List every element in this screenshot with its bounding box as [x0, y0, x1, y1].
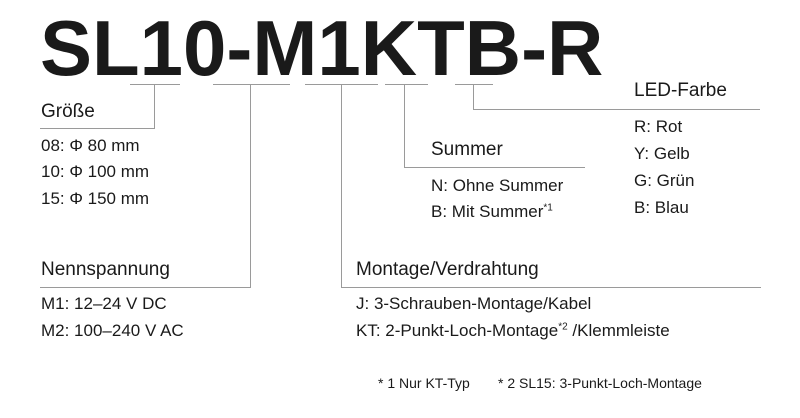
leader-voltage-vertical	[250, 84, 251, 288]
underline-size	[130, 84, 180, 85]
led-option: R: Rot	[634, 117, 683, 136]
leader-size-horizontal	[40, 128, 155, 129]
led-option: B: Blau	[634, 198, 689, 217]
buzzer-option-b-text: B: Mit Summer	[431, 202, 544, 221]
mounting-option-kt-text: KT: 2-Punkt-Loch-Montage	[356, 321, 559, 340]
buzzer-title: Summer	[431, 139, 503, 160]
buzzer-option: N: Ohne Summer	[431, 176, 564, 195]
leader-led-horizontal	[473, 109, 760, 110]
led-option: G: Grün	[634, 171, 695, 190]
mounting-option-kt-suffix: /Klemmleiste	[572, 321, 670, 340]
underline-led	[455, 84, 493, 85]
size-option: 10: Φ 100 mm	[41, 162, 150, 181]
leader-voltage-horizontal	[40, 287, 251, 288]
led-option: Y: Gelb	[634, 144, 690, 163]
leader-size-vertical	[154, 84, 155, 129]
voltage-option: M2: 100–240 V AC	[41, 321, 184, 340]
led-title: LED-Farbe	[634, 80, 727, 101]
underline-voltage	[213, 84, 290, 85]
footnote-1: * 1 Nur KT-Typ	[378, 375, 470, 391]
size-option: 08: Φ 80 mm	[41, 136, 140, 155]
underline-buzzer	[385, 84, 428, 85]
leader-led-vertical	[473, 84, 474, 110]
leader-buzzer-horizontal	[404, 167, 585, 168]
model-code: SL10-M1KTB-R	[40, 4, 604, 92]
size-title: Größe	[41, 101, 95, 122]
voltage-title: Nennspannung	[41, 259, 170, 280]
footnote-marker-1: *1	[543, 202, 553, 214]
buzzer-option-b: B: Mit Summer*1	[431, 201, 553, 223]
voltage-option: M1: 12–24 V DC	[41, 294, 167, 313]
mounting-option: J: 3-Schrauben-Montage/Kabel	[356, 294, 592, 313]
footnote-marker-2: *2	[558, 321, 568, 333]
mounting-title: Montage/Verdrahtung	[356, 259, 539, 280]
size-option: 15: Φ 150 mm	[41, 189, 150, 208]
leader-mounting-vertical	[341, 84, 342, 288]
leader-buzzer-vertical	[404, 84, 405, 168]
footnote-2: * 2 SL15: 3-Punkt-Loch-Montage	[498, 375, 702, 391]
mounting-option-kt: KT: 2-Punkt-Loch-Montage*2 /Klemmleiste	[356, 320, 670, 342]
leader-mounting-horizontal	[341, 287, 761, 288]
